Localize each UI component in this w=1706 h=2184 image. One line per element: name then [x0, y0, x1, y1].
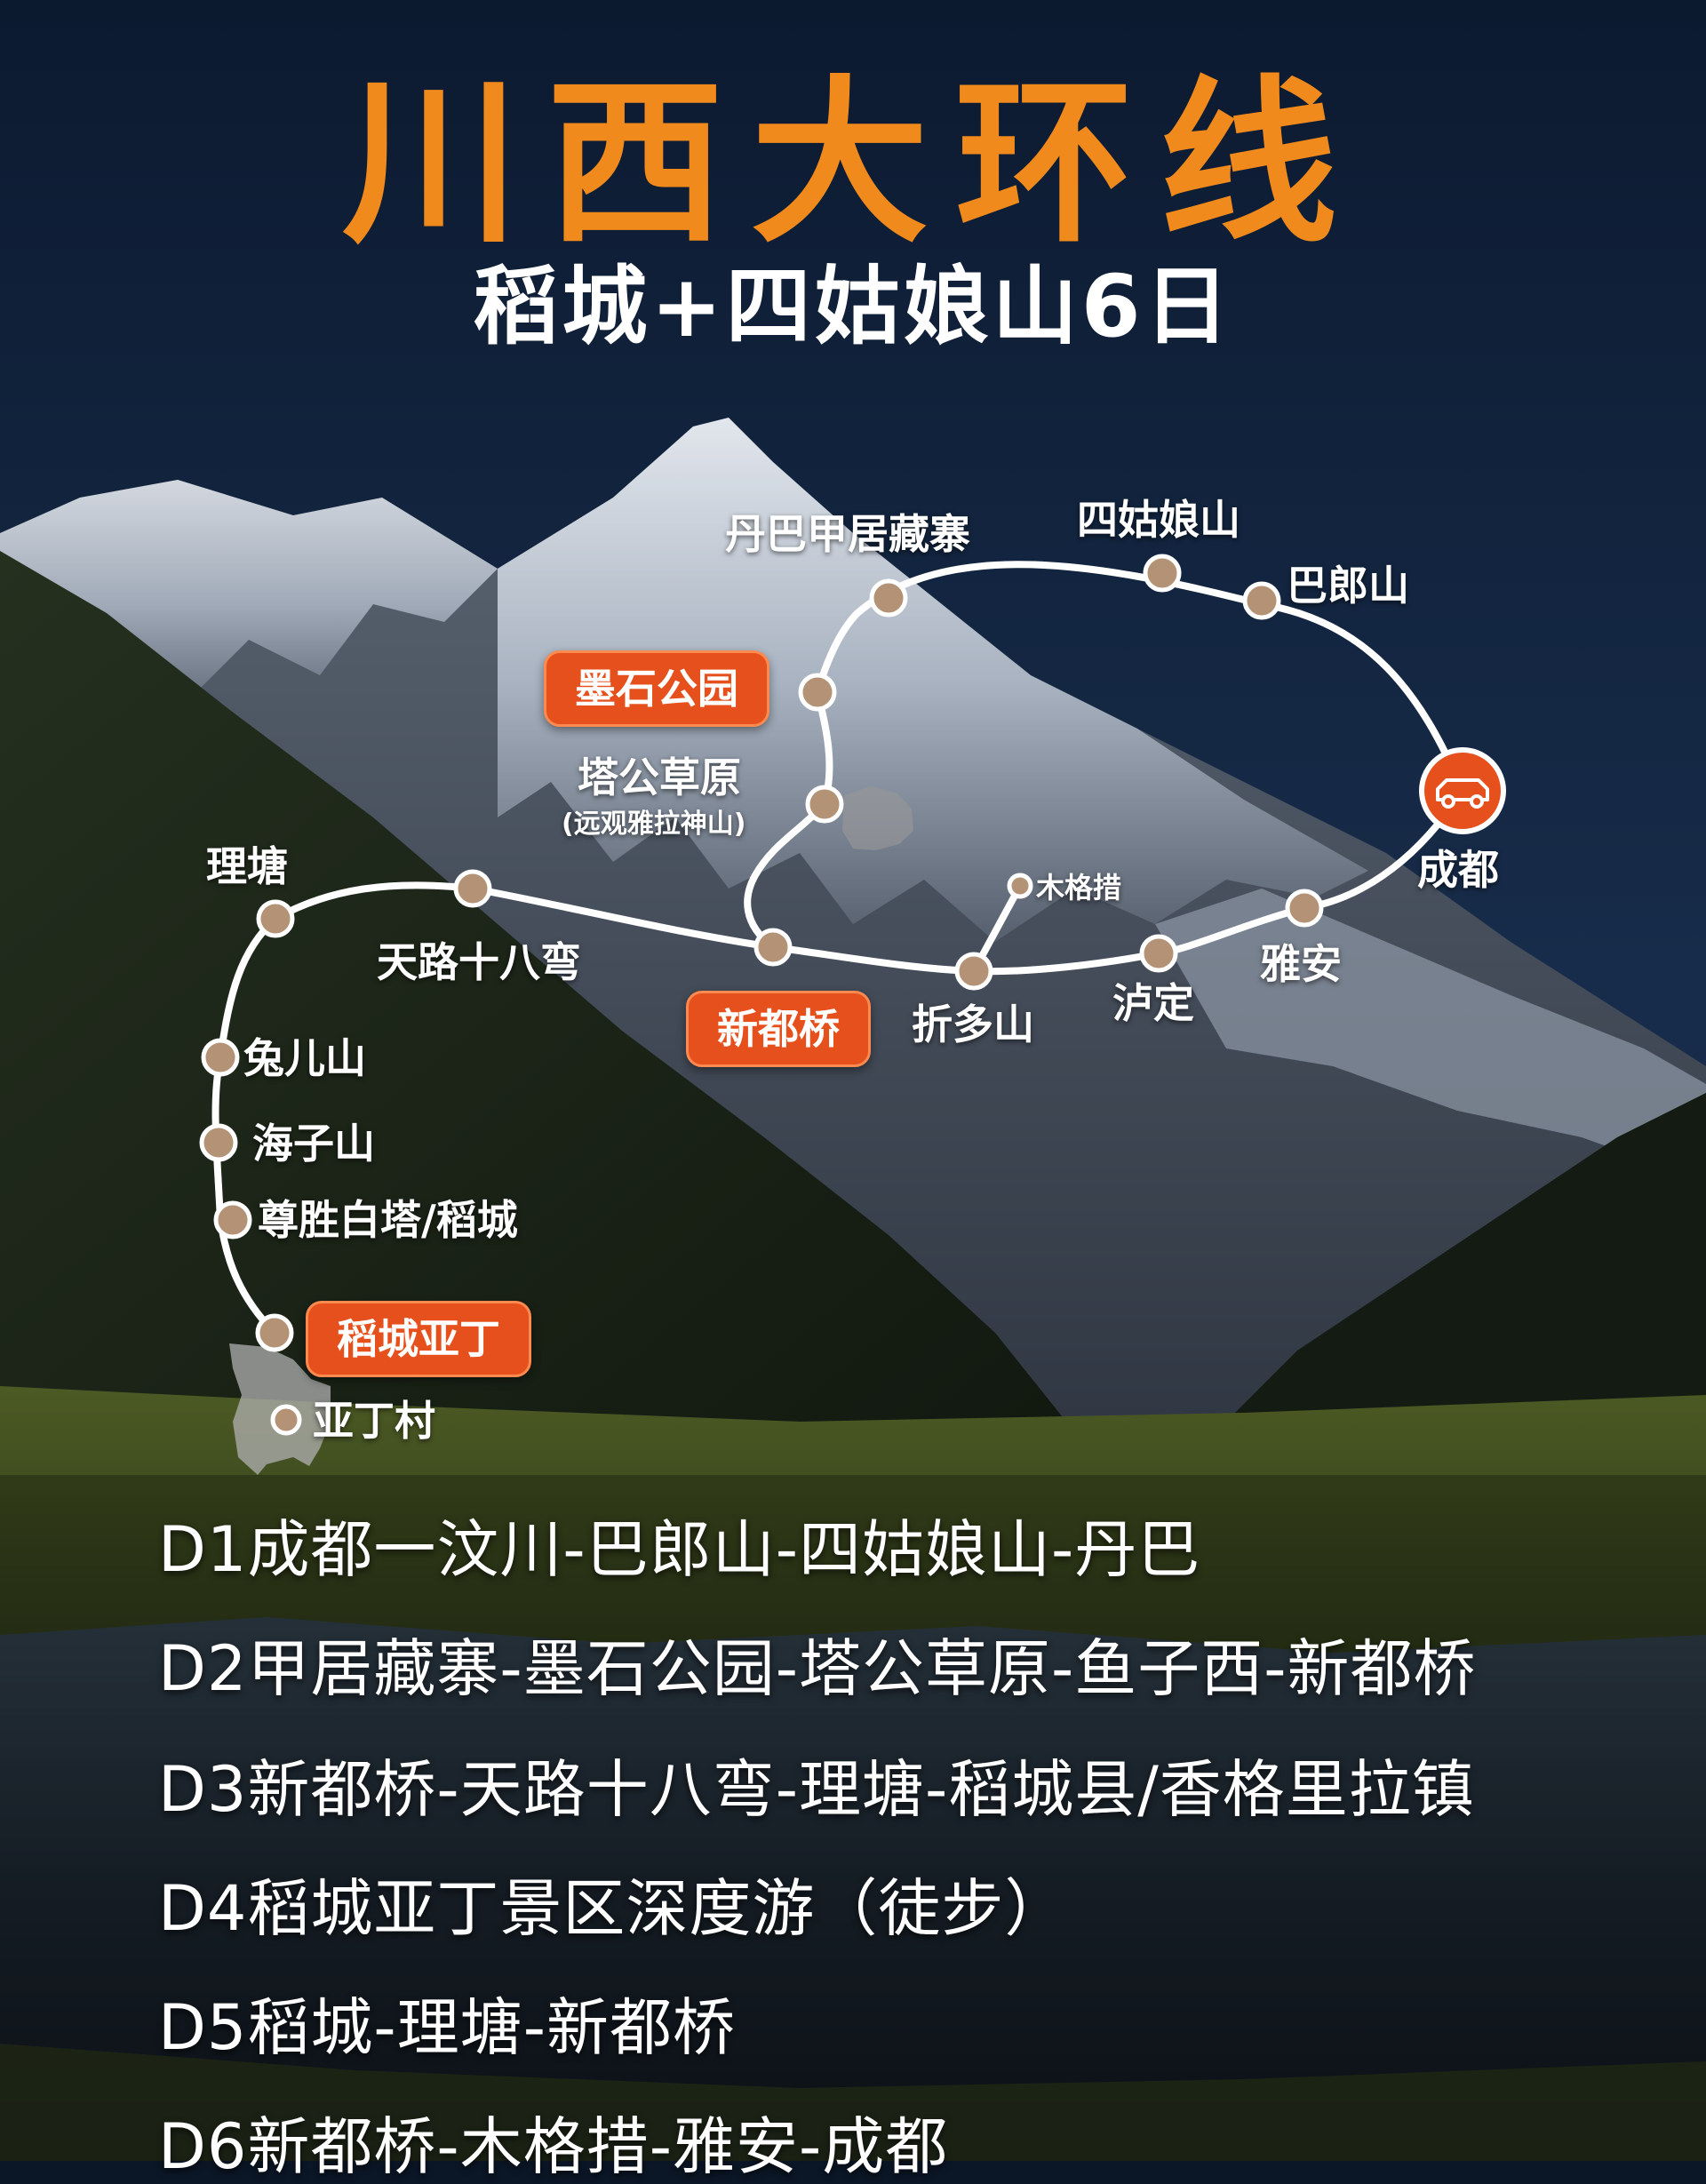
node-moshi [798, 673, 837, 712]
river-bank [0, 2044, 1706, 2161]
itinerary-day-5: D5稻城-理塘-新都桥 [158, 1991, 736, 2064]
node-balang [1242, 581, 1281, 620]
node-mugecuo [1007, 873, 1033, 899]
stop-label-yading-village: 亚丁村 [313, 1397, 435, 1445]
stop-label-tianlu: 天路十八弯 [377, 938, 581, 986]
route-upper-loop [744, 561, 1466, 951]
node-yading-village [270, 1404, 302, 1436]
text-shade [0, 1475, 1706, 2161]
route-nodes [199, 554, 1324, 1436]
stop-label-luding: 泸定 [1112, 979, 1194, 1027]
stop-label-haizi: 海子山 [252, 1120, 375, 1168]
snow-peak-main [498, 418, 1368, 942]
stop-label-tagong: 塔公草原 [578, 753, 741, 801]
itinerary-day-3: D3新都桥-天路十八弯-理塘-稻城县/香格里拉镇 [158, 1753, 1475, 1826]
stop-label-yaan: 雅安 [1260, 940, 1342, 988]
node-tagong [805, 785, 844, 824]
stop-label-tuer: 兔儿山 [243, 1034, 366, 1082]
node-xindu [753, 928, 793, 967]
node-tuer [201, 1038, 240, 1077]
node-danba [869, 578, 908, 618]
stop-label-litang: 理塘 [206, 842, 288, 890]
node-haizi [199, 1123, 238, 1162]
forest-slope-right [1226, 1093, 1706, 1422]
stop-label-mugecuo: 木格措 [1036, 871, 1122, 905]
highlight-tag-yading: 稻城亚丁 [306, 1301, 531, 1377]
chengdu-marker-circle [1419, 747, 1506, 834]
highlight-tag-moshi: 墨石公园 [544, 650, 769, 727]
car-icon [1436, 778, 1489, 809]
stop-label-danba: 丹巴甲居藏寨 [725, 510, 970, 558]
node-zheduo [954, 952, 993, 991]
page-subtitle: 稻城+四姑娘山6日 [473, 257, 1233, 356]
node-litang [256, 899, 295, 938]
stop-note-tagong: (远观雅拉神山) [562, 809, 746, 840]
itinerary-day-2: D2甲居藏寨-墨石公园-塔公草原-鱼子西-新都桥 [158, 1632, 1477, 1705]
itinerary-day-4: D4稻城亚丁景区深度游（徒步） [158, 1872, 1068, 1945]
stop-label-chengdu: 成都 [1417, 846, 1499, 894]
stop-label-siguniang: 四姑娘山 [1077, 496, 1240, 544]
stop-label-balang: 巴郎山 [1287, 562, 1409, 610]
forest-slope-left [0, 551, 1066, 1422]
highlight-tag-xindu: 新都桥 [686, 991, 871, 1067]
itinerary-day-1: D1成都一汶川-巴郎山-四姑娘山-丹巴 [158, 1513, 1201, 1586]
route-main-road [211, 787, 1466, 1336]
node-zunsheng [213, 1200, 252, 1239]
node-yading [255, 1313, 294, 1352]
node-luding [1139, 934, 1178, 973]
page-title: 川西大环线 [341, 60, 1364, 267]
stop-label-zheduo: 折多山 [912, 1000, 1034, 1048]
river [0, 1617, 1706, 2161]
node-siguniang [1143, 554, 1182, 593]
yala-region-shape [842, 786, 913, 850]
itinerary-day-6: D6新都桥-木格措-雅安-成都 [158, 2110, 949, 2183]
stop-label-zunsheng: 尊胜白塔/稻城 [258, 1196, 518, 1244]
chengdu-car-marker [1419, 747, 1506, 834]
snow-ridge-right [1155, 889, 1706, 1182]
node-yaan [1285, 889, 1324, 928]
node-tianlu [453, 869, 492, 908]
